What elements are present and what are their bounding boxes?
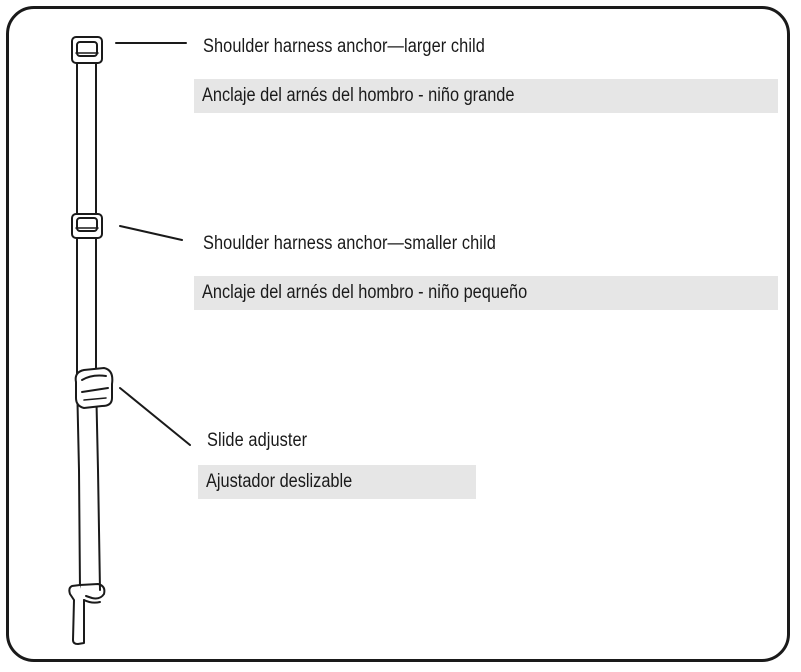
strap-left-edge — [76, 61, 81, 591]
callout-smaller-child-label-es: Anclaje del arnés del hombro - niño pequ… — [202, 282, 528, 303]
callout-larger-child-box-es: Anclaje del arnés del hombro - niño gran… — [194, 79, 778, 113]
callout-smaller-child-box-es: Anclaje del arnés del hombro - niño pequ… — [194, 276, 778, 310]
anchor-smaller-child-icon — [71, 213, 103, 239]
callout-slide-adjuster-box-es: Ajustador deslizable — [198, 465, 476, 499]
callout-slide-adjuster-label-es: Ajustador deslizable — [206, 471, 353, 492]
callout-larger-child-label-es: Anclaje del arnés del hombro - niño gran… — [202, 85, 515, 106]
callout-slide-adjuster-label-en: Slide adjuster — [207, 430, 308, 451]
strap-right-edge — [95, 61, 101, 591]
leader-line-smaller — [119, 225, 183, 241]
leader-line-slide — [119, 387, 191, 446]
callout-smaller-child-label-en: Shoulder harness anchor—smaller child — [203, 233, 496, 254]
diagram-frame — [6, 6, 790, 662]
slide-adjuster-icon — [74, 367, 114, 409]
anchor-larger-child-icon — [71, 36, 103, 64]
callout-larger-child-label-en: Shoulder harness anchor—larger child — [203, 36, 485, 57]
strap-end-hook-icon — [68, 583, 106, 645]
